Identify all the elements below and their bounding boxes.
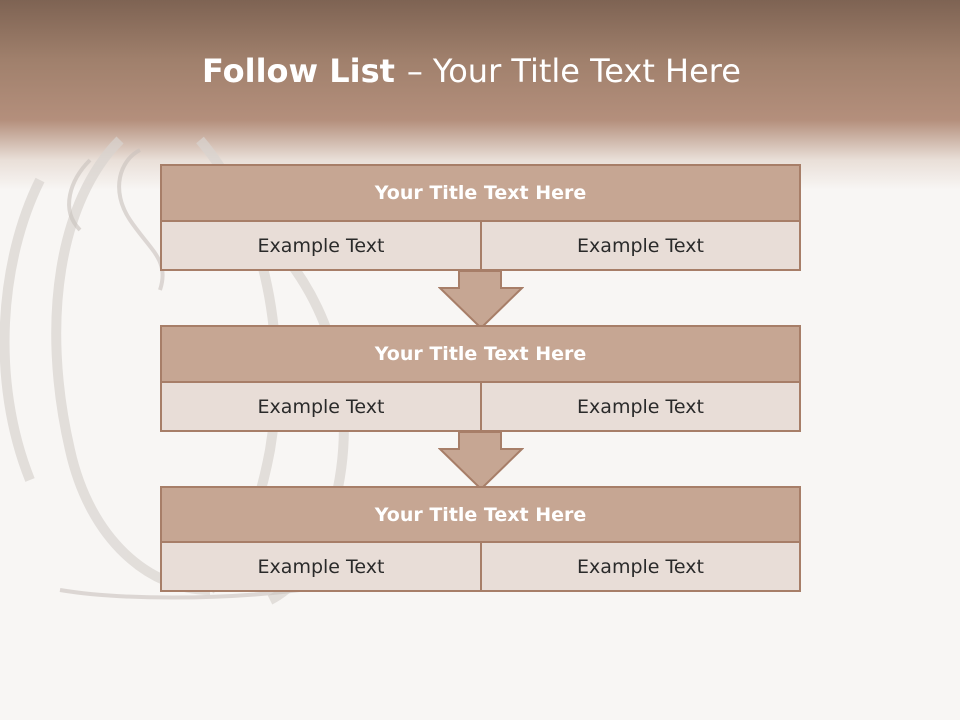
slide-title: Follow List–Your Title Text Here (0, 52, 943, 90)
down-arrow-2 (438, 431, 524, 491)
flow-block-3: Your Title Text Here Example Text Exampl… (160, 486, 801, 592)
block-cell-right: Example Text (480, 381, 801, 432)
block-cell-left: Example Text (160, 220, 482, 271)
slide-title-dash: – (406, 52, 423, 90)
block-title: Your Title Text Here (160, 486, 801, 543)
slide-title-bold: Follow List (202, 52, 395, 90)
header-band (0, 0, 960, 190)
block-cell-left: Example Text (160, 541, 482, 592)
down-arrow-1 (438, 270, 524, 330)
flow-block-1: Your Title Text Here Example Text Exampl… (160, 164, 801, 271)
block-title: Your Title Text Here (160, 164, 801, 222)
block-cell-right: Example Text (480, 541, 801, 592)
block-cell-right: Example Text (480, 220, 801, 271)
block-title: Your Title Text Here (160, 325, 801, 383)
flow-block-2: Your Title Text Here Example Text Exampl… (160, 325, 801, 432)
slide-title-rest: Your Title Text Here (432, 52, 741, 90)
block-cell-left: Example Text (160, 381, 482, 432)
